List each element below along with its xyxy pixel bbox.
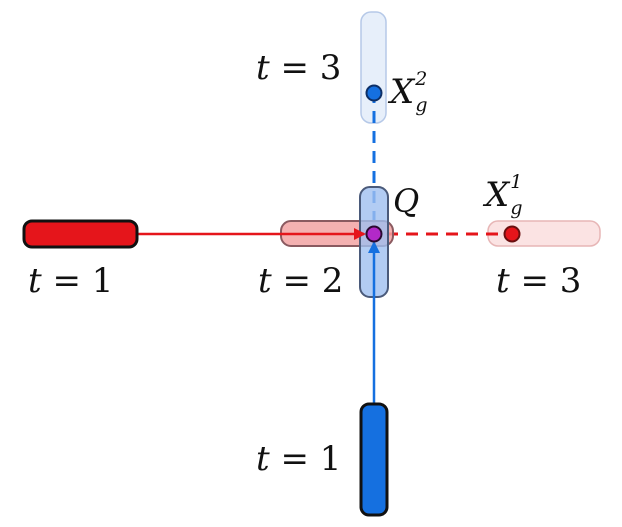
blue-agent-t3-box: [360, 11, 387, 124]
intersection-point: [365, 225, 383, 243]
red-goal-point: [503, 225, 521, 243]
red-t1-label: t = 1: [28, 261, 113, 301]
intersection-label: Q: [393, 182, 419, 220]
red-agent-t1-box: [22, 219, 139, 249]
blue-t1-label: t = 1: [256, 439, 341, 479]
blue-goal-point: [365, 84, 383, 102]
blue-t3-label: t = 3: [256, 48, 341, 88]
blue-agent-t1-box: [359, 402, 389, 517]
red-t2-label: t = 2: [258, 261, 343, 301]
red-t3-label: t = 3: [496, 261, 581, 301]
